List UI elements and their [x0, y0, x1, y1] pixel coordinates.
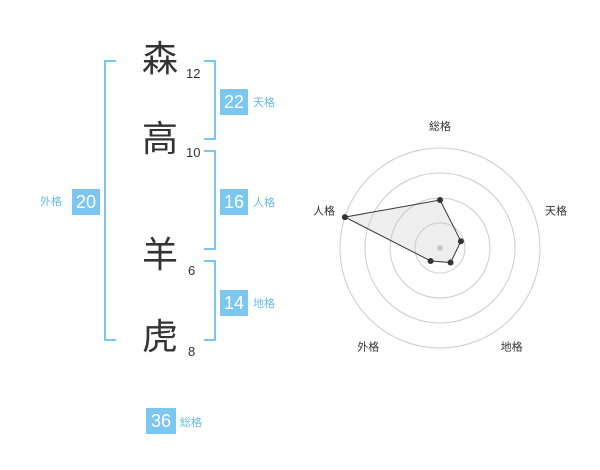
stroke-count-1: 12: [186, 66, 201, 81]
radar-axis-label-3: 地格: [501, 340, 523, 354]
soukaku-badge: 36: [146, 408, 176, 434]
radar-polygon: [343, 199, 462, 264]
radar-ring: [364, 172, 516, 324]
jinkaku-badge: 16: [220, 189, 248, 215]
radar-point-4: [427, 257, 434, 264]
radar-points: [341, 197, 464, 266]
radar-axis-label-5: 人格: [313, 203, 335, 217]
jinkaku-bracket: [204, 150, 216, 250]
radar-point-3: [447, 259, 454, 266]
radar-axis-label-2: 天格: [545, 203, 567, 217]
jinkaku-label: 人格: [253, 196, 275, 209]
radar-ring: [339, 147, 541, 349]
radar-ring: [414, 222, 466, 274]
radar-center: [437, 245, 443, 251]
gaikaku-bracket: [104, 60, 116, 341]
chikaku-bracket: [204, 260, 216, 341]
radar-axis-label-1: 総格: [429, 119, 451, 133]
name-char-2: 高: [141, 119, 178, 160]
stroke-count-2: 10: [186, 145, 201, 160]
radar-point-2: [457, 238, 464, 245]
tenkaku-label: 天格: [253, 96, 275, 109]
radar-axis-label-4: 外格: [357, 340, 379, 354]
name-char-1: 森: [141, 39, 178, 80]
stroke-count-3: 6: [188, 263, 196, 278]
soukaku-label: 総格: [180, 416, 202, 429]
name-char-3: 羊: [141, 235, 178, 276]
name-char-4: 虎: [141, 317, 178, 358]
gaikaku-badge: 20: [72, 189, 100, 215]
tenkaku-badge: 22: [220, 89, 248, 115]
chikaku-badge: 14: [220, 290, 248, 316]
tenkaku-bracket: [204, 60, 216, 140]
chikaku-label: 地格: [253, 297, 275, 310]
radar-point-5: [341, 214, 348, 221]
stroke-count-4: 8: [188, 344, 196, 359]
radar-series-area: [343, 199, 462, 264]
gaikaku-label: 外格: [40, 195, 62, 208]
radar-point-1: [437, 197, 443, 203]
